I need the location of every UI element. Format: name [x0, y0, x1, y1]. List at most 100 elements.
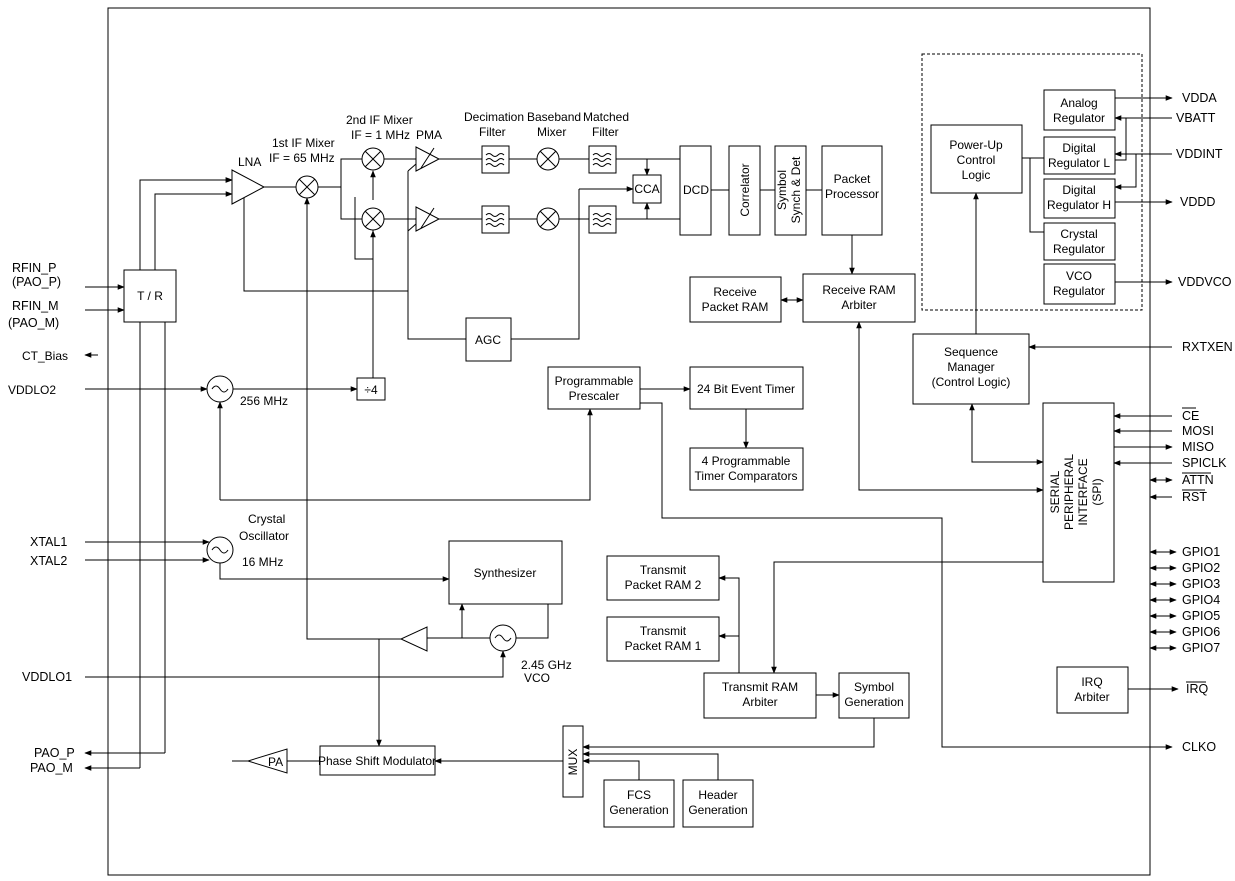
- svg-text:Header: Header: [698, 788, 737, 802]
- svg-text:Power-Up: Power-Up: [949, 138, 1003, 152]
- pin-ct-bias: CT_Bias: [22, 349, 68, 363]
- pin-attn: ATTN: [1182, 473, 1214, 487]
- pin-gpio3: GPIO3: [1182, 577, 1220, 591]
- pin-rfin-m: RFIN_M: [12, 299, 59, 313]
- svg-text:Regulator L: Regulator L: [1048, 156, 1110, 170]
- svg-text:Generation: Generation: [844, 695, 903, 709]
- second-if-mixer-i: [361, 147, 385, 171]
- rx-arrows: [100, 159, 855, 313]
- svg-text:4 Programmable: 4 Programmable: [702, 454, 791, 468]
- lo-buffer-amplifier: [399, 626, 428, 652]
- power-domain-box: [921, 53, 1143, 311]
- synthesizer-block: [448, 540, 563, 605]
- svg-text:IRQ: IRQ: [1081, 675, 1102, 689]
- svg-text:Packet RAM 1: Packet RAM 1: [625, 639, 702, 653]
- svg-text:Logic: Logic: [962, 168, 991, 182]
- pin-ce: CE: [1182, 409, 1199, 423]
- digital-regulator-l-block: [1043, 136, 1116, 175]
- pma-amplifier-q: [415, 206, 441, 232]
- pin-spiclk: SPICLK: [1182, 456, 1227, 470]
- pin-gpio7: GPIO7: [1182, 641, 1220, 655]
- power-up-control-block: [930, 124, 1023, 194]
- pin-gpio4: GPIO4: [1182, 593, 1220, 607]
- svg-text:Receive: Receive: [713, 285, 757, 299]
- lo2-oscillator: [206, 375, 234, 403]
- svg-text:Sequence: Sequence: [944, 345, 998, 359]
- receive-packet-ram-block: [689, 276, 782, 323]
- pin-rxtxen: RXTXEN: [1182, 340, 1233, 354]
- pin-xtal2: XTAL2: [30, 554, 67, 568]
- svg-text:Decimation: Decimation: [464, 110, 524, 124]
- svg-text:Regulator: Regulator: [1053, 111, 1105, 125]
- crystal-freq: 16 MHz: [242, 555, 283, 569]
- svg-text:(Control Logic): (Control Logic): [932, 375, 1011, 389]
- pin-gpio1: GPIO1: [1182, 545, 1220, 559]
- pin-gpio6: GPIO6: [1182, 625, 1220, 639]
- pin-gpio2: GPIO2: [1182, 561, 1220, 575]
- pin-vddint: VDDINT: [1176, 147, 1223, 161]
- vco-regulator-block: [1043, 263, 1116, 305]
- crystal-regulator-block: [1043, 222, 1116, 261]
- svg-text:MUX: MUX: [566, 749, 580, 776]
- svg-text:Filter: Filter: [592, 125, 619, 139]
- if2-freq: IF = 1 MHz: [351, 128, 410, 142]
- svg-text:Timer Comparators: Timer Comparators: [695, 469, 798, 483]
- svg-text:Packet RAM: Packet RAM: [702, 300, 769, 314]
- if1-title: 1st IF Mixer: [272, 136, 335, 150]
- svg-text:Transmit: Transmit: [640, 624, 687, 638]
- svg-text:Filter: Filter: [479, 125, 506, 139]
- pma-amplifier-i: [415, 146, 441, 172]
- correlator-label: Correlator: [738, 163, 752, 216]
- pin-pao-p: PAO_P: [34, 746, 75, 760]
- svg-text:Prescaler: Prescaler: [569, 389, 620, 403]
- crystal-osc-title: Crystal: [248, 512, 285, 526]
- pin-vddlo1: VDDLO1: [22, 670, 72, 684]
- svg-text:Generation: Generation: [688, 803, 747, 817]
- svg-text:PERIPHERAL: PERIPHERAL: [1062, 454, 1076, 530]
- receive-ram-arbiter-block: [802, 273, 916, 323]
- vco-oscillator: [489, 624, 517, 652]
- decimation-filter-i: [481, 145, 510, 174]
- svg-text:Regulator: Regulator: [1053, 284, 1105, 298]
- if2-title: 2nd IF Mixer: [346, 113, 413, 127]
- dcd-label: DCD: [683, 183, 709, 197]
- baseband-mixer-q: [536, 207, 560, 231]
- baseband-mixer-i: [536, 147, 560, 171]
- svg-text:(PAO_M): (PAO_M): [8, 316, 59, 330]
- pin-mosi: MOSI: [1182, 424, 1214, 438]
- pin-xtal1: XTAL1: [30, 535, 67, 549]
- svg-text:Digital: Digital: [1062, 183, 1095, 197]
- vco-label: VCO: [524, 671, 550, 685]
- power-wiring: [84, 95, 1179, 692]
- agc-label: AGC: [475, 333, 501, 347]
- svg-text:Synthesizer: Synthesizer: [474, 566, 537, 580]
- digital-regulator-h-block: [1043, 178, 1116, 219]
- right-pins: VDDA VBATT VDDINT VDDD VDDVCO RXTXEN CE …: [1176, 91, 1233, 754]
- analog-regulator-block: [1043, 89, 1116, 131]
- svg-text:Phase Shift Modulator: Phase Shift Modulator: [318, 754, 436, 768]
- svg-text:Processor: Processor: [825, 187, 879, 201]
- svg-text:Regulator: Regulator: [1053, 242, 1105, 256]
- lo2-freq: 256 MHz: [240, 394, 288, 408]
- pin-miso: MISO: [1182, 440, 1214, 454]
- svg-text:PA: PA: [268, 755, 283, 769]
- pin-vddd: VDDD: [1180, 195, 1215, 209]
- pin-pao-m: PAO_M: [30, 761, 73, 775]
- phase-shift-modulator-block: [319, 745, 436, 776]
- svg-text:Receive RAM: Receive RAM: [822, 283, 895, 297]
- pin-vddvco: VDDVCO: [1178, 275, 1232, 289]
- svg-text:Symbol: Symbol: [775, 170, 789, 210]
- event-timer-block: [689, 366, 804, 410]
- spi-block: [1042, 402, 1115, 583]
- lna-amplifier: LNA: [231, 155, 266, 205]
- vco-freq: 2.45 GHz: [521, 658, 572, 672]
- chip-outline: [107, 7, 1151, 876]
- rx-wiring: [85, 158, 822, 768]
- if1-freq: IF = 65 MHz: [269, 151, 335, 165]
- tr-label: T / R: [137, 289, 163, 303]
- svg-text:Synch & Det: Synch & Det: [789, 156, 803, 223]
- svg-text:VCO: VCO: [1066, 269, 1092, 283]
- pa-amplifier: PA: [246, 748, 288, 774]
- pin-vddlo2: VDDLO2: [8, 383, 56, 397]
